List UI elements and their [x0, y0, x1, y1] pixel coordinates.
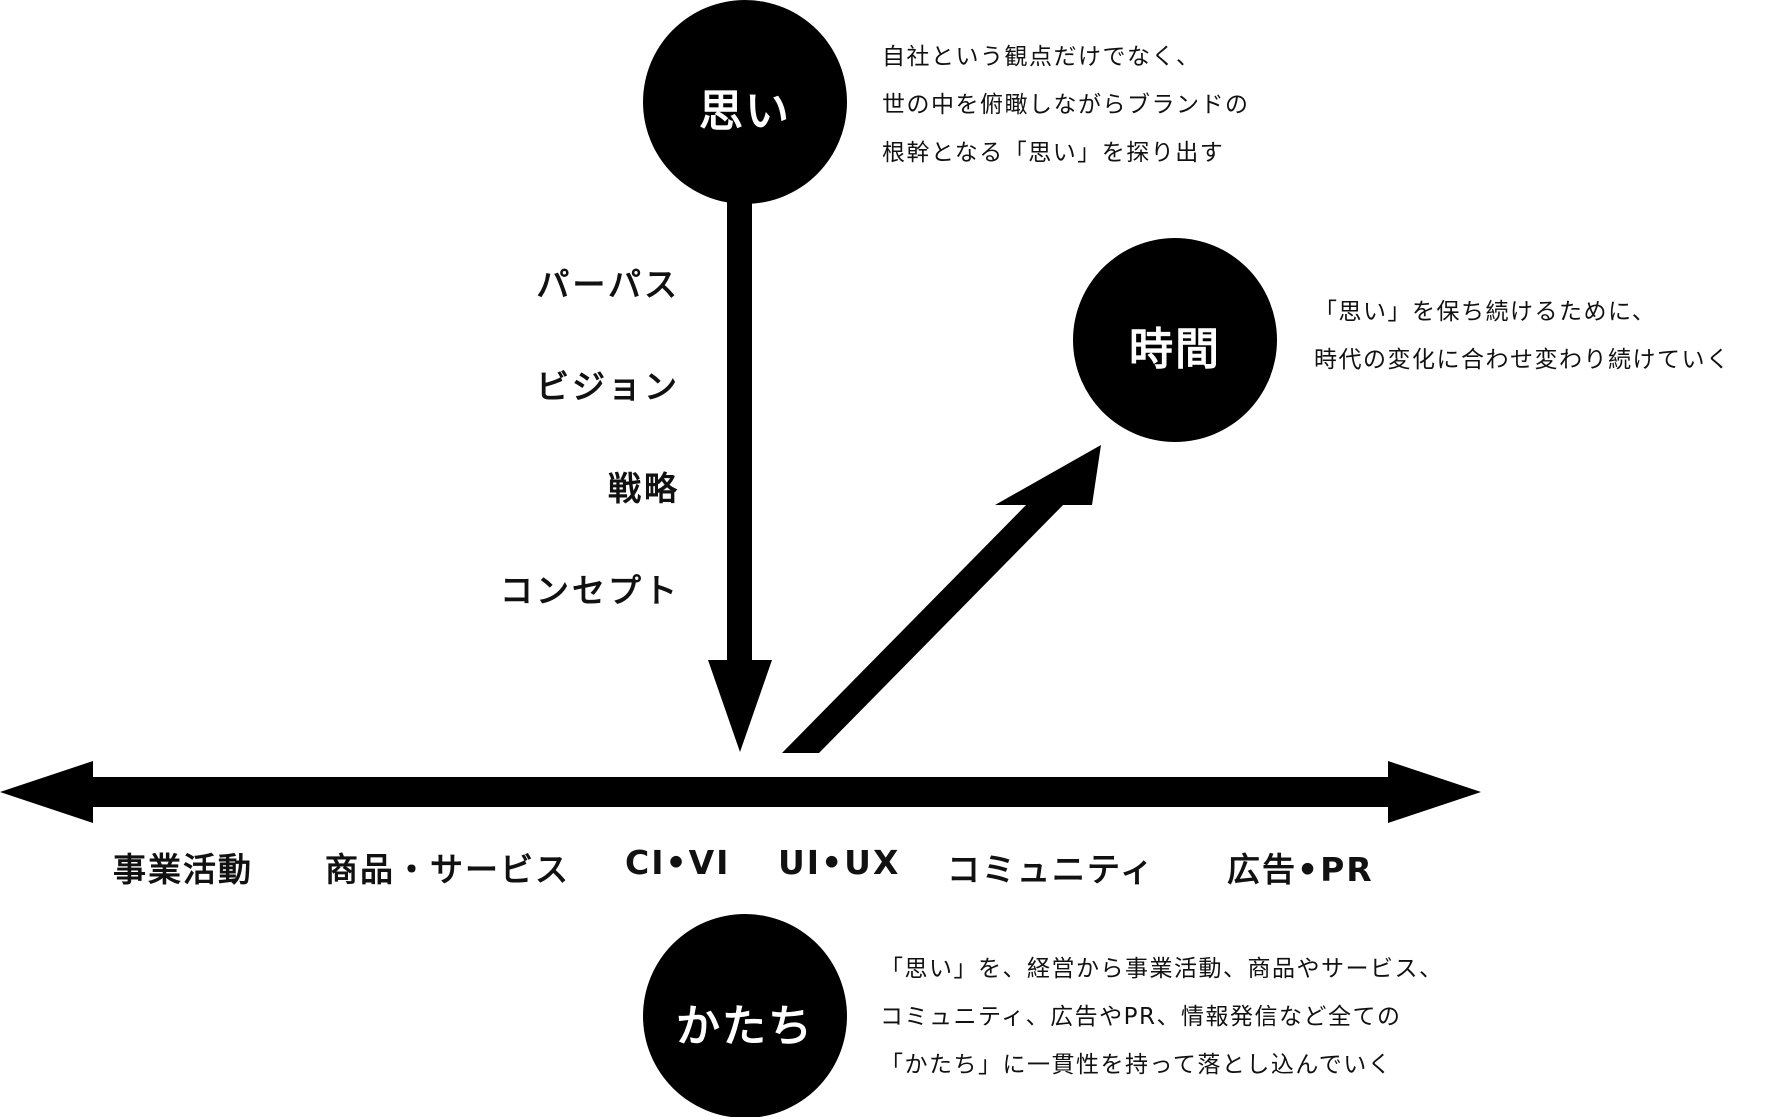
axis-label-products-services: 商品・サービス [325, 850, 570, 889]
vertical-arrow-shaft [727, 195, 752, 665]
stage-concept: コンセプト [500, 571, 680, 610]
vertical-arrow-head [708, 660, 772, 752]
jikan-description-line: 時代の変化に合わせ変わり続けていく [1314, 347, 1731, 373]
diagonal-arrow-shaft [782, 502, 1066, 753]
stage-vision: ビジョン [536, 367, 680, 406]
katachi-description: 「思い」を、経営から事業活動、商品やサービス、 コミュニティ、広告やPR、情報発… [880, 945, 1444, 1089]
axis-label-advertising-pr: 広告•PR [1227, 850, 1374, 889]
axis-label-community: コミュニティ [947, 850, 1156, 889]
horizontal-axis-right-head [1388, 761, 1481, 823]
stage-purpose: パーパス [536, 265, 680, 304]
omoi-description: 自社という観点だけでなく、 世の中を俯瞰しながらブランドの 根幹となる「思い」を… [882, 33, 1250, 177]
omoi-label: 思い [699, 86, 791, 137]
jikan-description-line: 「思い」を保ち続けるために、 [1314, 299, 1657, 325]
katachi-circle [643, 914, 847, 1117]
omoi-description-line: 世の中を俯瞰しながらブランドの [882, 92, 1250, 118]
stage-strategy: 戦略 [608, 469, 680, 508]
katachi-label: かたち [676, 1001, 814, 1052]
omoi-circle [643, 0, 847, 204]
omoi-description-line: 自社という観点だけでなく、 [882, 44, 1201, 70]
jikan-label: 時間 [1129, 324, 1221, 375]
axis-label-ui-ux: UI•UX [778, 843, 901, 882]
axis-label-ci-vi: CI•VI [625, 843, 731, 882]
axis-label-business: 事業活動 [113, 850, 253, 889]
horizontal-axis-shaft [88, 777, 1410, 807]
jikan-description: 「思い」を保ち続けるために、 時代の変化に合わせ変わり続けていく [1314, 288, 1731, 384]
katachi-description-line: 「かたち」に一貫性を持って落とし込んでいく [880, 1052, 1393, 1078]
diagonal-arrow-head [995, 445, 1101, 505]
omoi-description-line: 根幹となる「思い」を探り出す [882, 140, 1225, 166]
katachi-description-line: コミュニティ、広告やPR、情報発信など全ての [880, 1004, 1402, 1030]
horizontal-axis-left-head [0, 761, 93, 823]
jikan-circle [1073, 238, 1277, 442]
katachi-description-line: 「思い」を、経営から事業活動、商品やサービス、 [880, 956, 1444, 982]
